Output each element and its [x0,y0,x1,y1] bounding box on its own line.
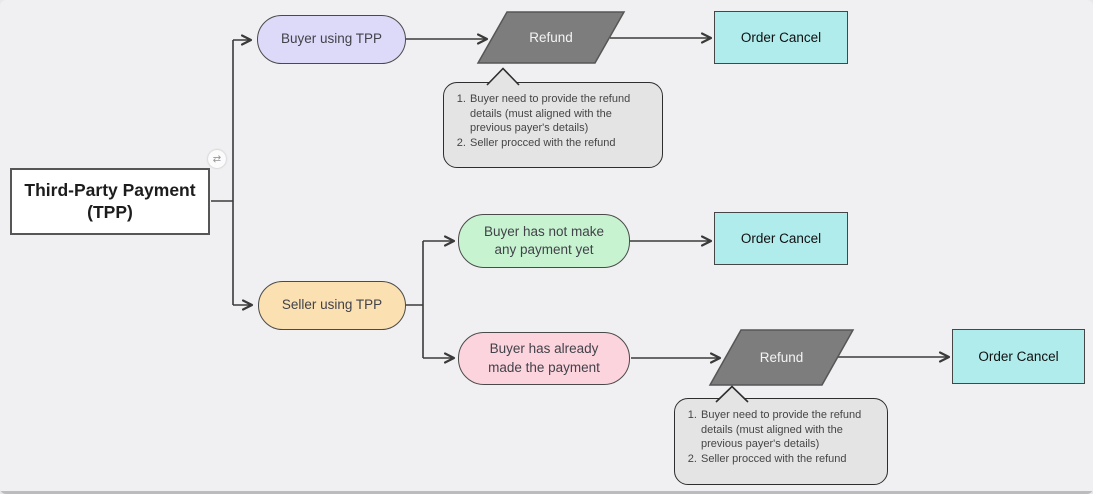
refund-step: Seller procced with the refund [700,452,879,467]
node-order-cancel-3[interactable]: Order Cancel [952,329,1085,384]
refund-step: Buyer need to provide the refund details… [700,408,879,452]
node-buyer-already-paid[interactable]: Buyer has already made the payment [458,332,630,385]
refund-note-seller-branch[interactable]: Buyer need to provide the refund details… [674,398,888,485]
root-node-tpp[interactable]: Third-Party Payment (TPP) [10,168,210,235]
node-buyer-no-payment[interactable]: Buyer has not make any payment yet [458,214,630,268]
refund-label-2: Refund [759,350,804,365]
node-order-cancel-1[interactable]: Order Cancel [714,11,848,64]
collapse-branch-icon[interactable]: ⇄ [208,150,226,168]
refund-label-1: Refund [529,30,573,45]
refund-step: Buyer need to provide the refund details… [469,92,654,136]
window-bottom-edge [0,491,1093,494]
refund-steps-list: Buyer need to provide the refund details… [675,399,887,466]
node-buyer-using-tpp[interactable]: Buyer using TPP [257,15,406,64]
node-order-cancel-2[interactable]: Order Cancel [714,212,848,265]
refund-steps-list: Buyer need to provide the refund details… [444,83,662,150]
node-seller-using-tpp[interactable]: Seller using TPP [258,281,406,330]
refund-step: Seller procced with the refund [469,136,654,151]
edge-seller-trunk [406,241,424,358]
edge-root-trunk [211,40,234,305]
refund-note-buyer-branch[interactable]: Buyer need to provide the refund details… [443,82,663,168]
